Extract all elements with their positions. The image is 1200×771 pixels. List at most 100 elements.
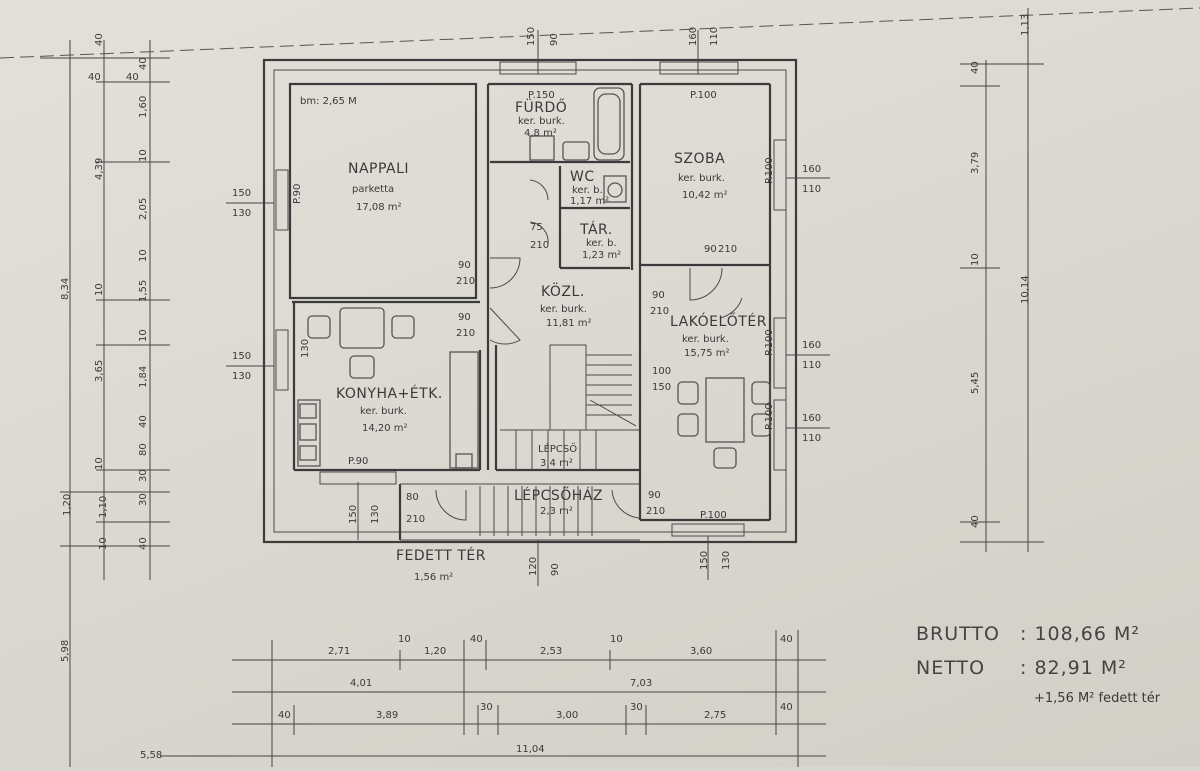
- svg-text:7,03: 7,03: [630, 678, 652, 689]
- room-name-konyha: KONYHA+ÉTK.: [336, 385, 443, 402]
- door-swings: [435, 179, 743, 521]
- svg-text:2,75: 2,75: [704, 710, 726, 721]
- svg-text:210: 210: [530, 240, 549, 251]
- room-area-szoba: 10,42 m²: [682, 190, 728, 201]
- svg-text:3,89: 3,89: [376, 710, 398, 721]
- bathtub-icon: [593, 87, 625, 161]
- room-floor-wc: ker. b.: [572, 185, 603, 196]
- room-area-konyha: 14,20 m²: [362, 423, 408, 434]
- svg-text:110: 110: [709, 27, 720, 46]
- svg-text:P.100: P.100: [764, 329, 775, 356]
- svg-text:P.90: P.90: [348, 456, 368, 467]
- toilet-icon: [603, 175, 627, 203]
- svg-text:150: 150: [699, 551, 710, 570]
- room-name-lepcso: LÉPCSŐ: [538, 441, 577, 455]
- svg-text:40: 40: [126, 72, 139, 83]
- room-name-nappali: NAPPALI: [348, 161, 409, 177]
- svg-text:3,65: 3,65: [94, 360, 105, 382]
- room-name-lepcsohaz: LÉPCSŐHÁZ: [514, 486, 603, 504]
- svg-text:2,53: 2,53: [540, 646, 562, 657]
- svg-text:40: 40: [970, 61, 981, 74]
- bath-fixtures: [529, 87, 627, 203]
- svg-text:40: 40: [470, 634, 483, 645]
- svg-text:40: 40: [970, 515, 981, 528]
- room-name-furdo: FÜRDŐ: [515, 98, 567, 116]
- area-summary: BRUTTO : 108,66 M² NETTO : 82,91 M² +1,5…: [916, 623, 1161, 706]
- svg-text:10: 10: [94, 283, 105, 296]
- netto-value: : 82,91 M²: [1020, 657, 1127, 679]
- svg-text:5,98: 5,98: [60, 640, 71, 662]
- room-area-nappali: 17,08 m²: [356, 202, 402, 213]
- stairs: [400, 344, 640, 541]
- opening-labels: 150 130 P.90 150 130 130 160 110 P.100 1…: [226, 27, 830, 586]
- svg-text:130: 130: [721, 551, 732, 570]
- covered-area-note: +1,56 M² fedett tér: [1034, 691, 1161, 706]
- room-floor-kozl: ker. burk.: [540, 304, 587, 315]
- svg-text:90: 90: [648, 490, 661, 501]
- room-floor-nappali: parketta: [352, 184, 394, 195]
- svg-text:150: 150: [652, 382, 671, 393]
- svg-text:10: 10: [138, 249, 149, 262]
- svg-text:5,58: 5,58: [140, 750, 162, 761]
- svg-text:40: 40: [138, 415, 149, 428]
- svg-text:90: 90: [458, 260, 471, 271]
- room-name-tar: TÁR.: [579, 221, 613, 238]
- svg-text:80: 80: [406, 492, 419, 503]
- svg-text:3,79: 3,79: [970, 152, 981, 174]
- svg-text:10: 10: [138, 149, 149, 162]
- right-dimension-chains: 40 1,13 3,79 10 10,14 5,45 40: [960, 8, 1044, 552]
- svg-text:30: 30: [480, 702, 493, 713]
- room-name-fedett: FEDETT TÉR: [396, 547, 486, 564]
- room-area-tar: 1,23 m²: [582, 250, 621, 261]
- svg-text:P.90: P.90: [292, 184, 303, 204]
- svg-text:1,20: 1,20: [62, 494, 73, 516]
- room-area-lakoeloter: 15,75 m²: [684, 348, 730, 359]
- svg-text:10: 10: [94, 457, 105, 470]
- svg-text:160: 160: [802, 340, 821, 351]
- outer-wall-inner: [273, 69, 787, 533]
- room-name-szoba: SZOBA: [674, 151, 725, 167]
- svg-text:160: 160: [802, 413, 821, 424]
- svg-text:1,84: 1,84: [138, 366, 149, 388]
- svg-text:40: 40: [138, 537, 149, 550]
- svg-text:130: 130: [300, 339, 311, 358]
- svg-text:40: 40: [138, 57, 149, 70]
- svg-text:90: 90: [704, 244, 717, 255]
- room-name-lakoeloter: LAKÓELŐTÉR: [670, 312, 767, 330]
- svg-text:210: 210: [456, 328, 475, 339]
- room-floor-lakoeloter: ker. burk.: [682, 334, 729, 345]
- svg-text:1,10: 1,10: [98, 496, 109, 518]
- svg-text:10: 10: [138, 329, 149, 342]
- svg-text:8,34: 8,34: [60, 278, 71, 300]
- svg-text:10: 10: [98, 537, 109, 550]
- room-floor-tar: ker. b.: [586, 238, 617, 249]
- svg-text:3,60: 3,60: [690, 646, 712, 657]
- svg-text:150: 150: [348, 505, 359, 524]
- brutto-value: : 108,66 M²: [1020, 623, 1140, 645]
- svg-text:110: 110: [802, 360, 821, 371]
- svg-text:1,60: 1,60: [138, 96, 149, 118]
- svg-text:90: 90: [549, 33, 560, 46]
- bottom-dimension-chains: 2,71 10 1,20 40 2,53 10 3,60 40 4,01 7,0…: [160, 630, 826, 767]
- svg-text:30: 30: [630, 702, 643, 713]
- svg-text:40: 40: [780, 702, 793, 713]
- svg-text:130: 130: [370, 505, 381, 524]
- interior-walls: [288, 82, 772, 540]
- room-area-fedett: 1,56 m²: [414, 572, 453, 583]
- svg-text:100: 100: [652, 366, 671, 377]
- room-area-lepcsohaz: 2,3 m²: [540, 506, 573, 517]
- svg-text:2,71: 2,71: [328, 646, 350, 657]
- left-dimension-chains: 8,34 5,98 5,58 40 4,39 10 3,65 10 1,20 4…: [40, 33, 170, 767]
- brutto-label: BRUTTO: [916, 623, 1000, 645]
- svg-text:P.100: P.100: [764, 403, 775, 430]
- svg-text:3,00: 3,00: [556, 710, 578, 721]
- svg-text:210: 210: [650, 306, 669, 317]
- svg-text:210: 210: [718, 244, 737, 255]
- svg-text:90: 90: [550, 563, 561, 576]
- room-floor-konyha: ker. burk.: [360, 406, 407, 417]
- room-name-kozl: KÖZL.: [541, 282, 585, 300]
- svg-text:80: 80: [138, 443, 149, 456]
- svg-text:90: 90: [458, 312, 471, 323]
- svg-text:130: 130: [232, 208, 251, 219]
